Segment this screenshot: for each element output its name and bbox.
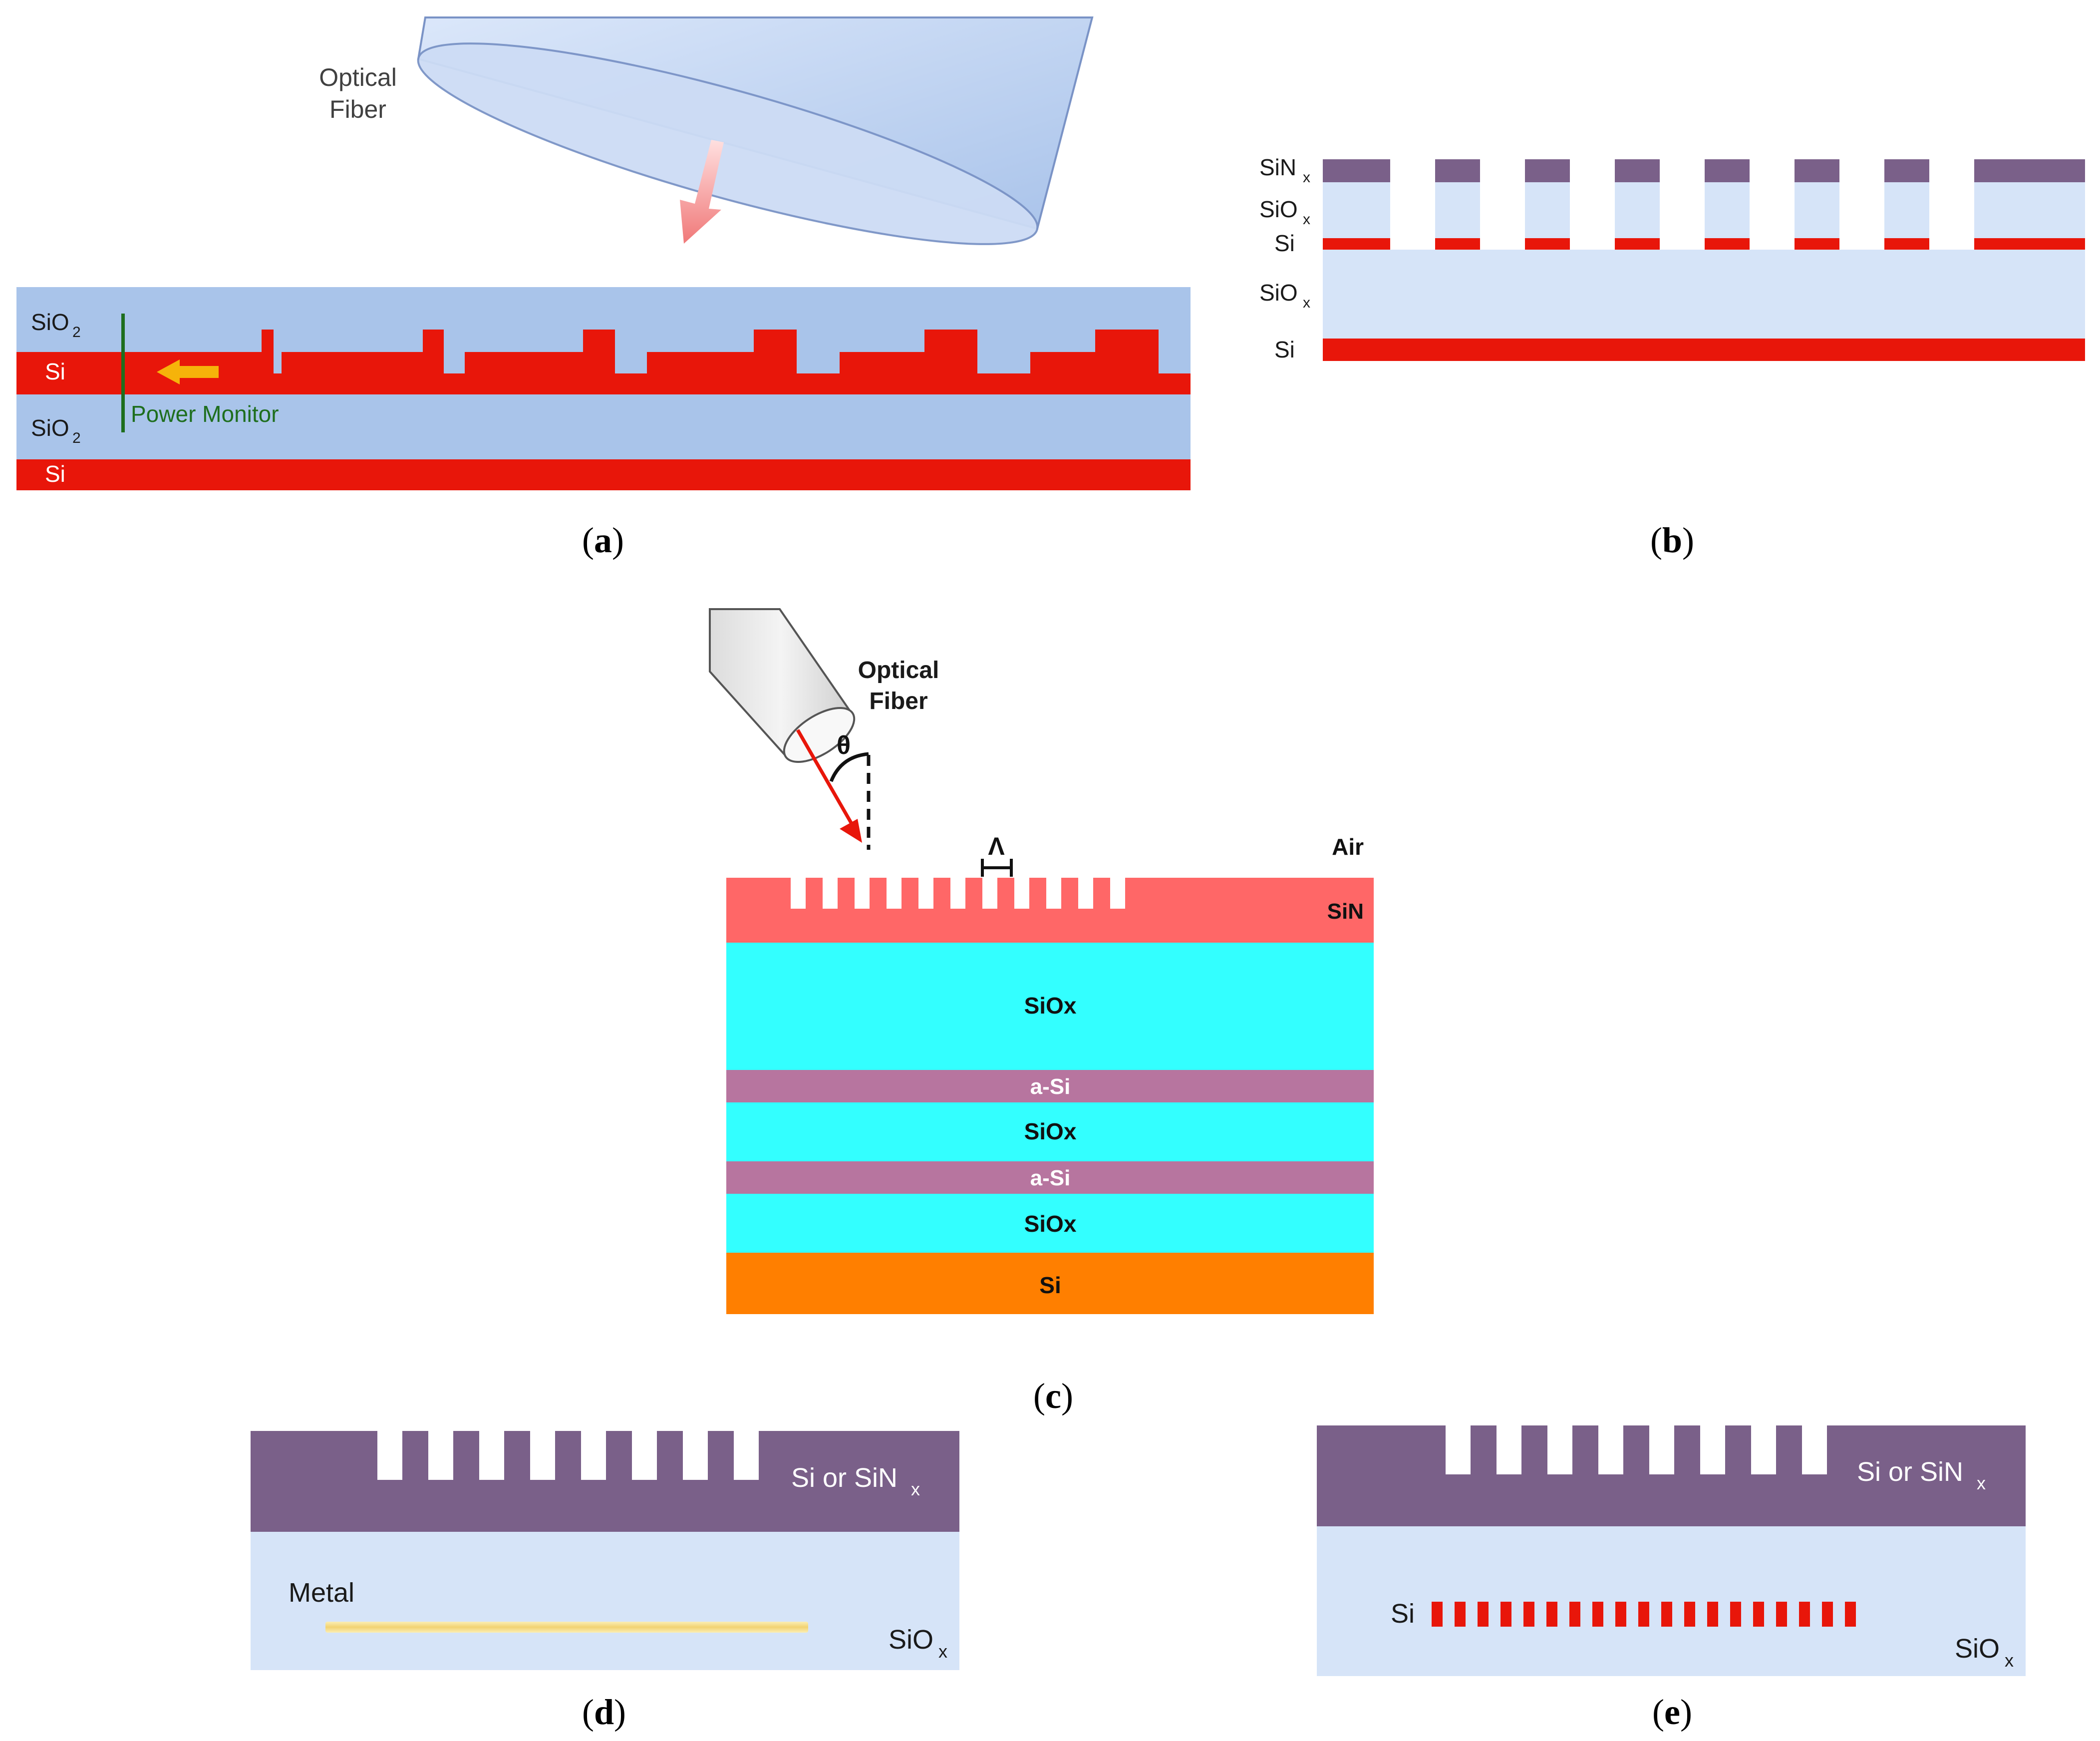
incident-ray-head <box>840 819 862 843</box>
pillar-b-5 <box>1705 159 1750 250</box>
asi-layer-c-1 <box>726 1070 1374 1102</box>
air-label: Air <box>1332 834 1364 860</box>
asi-label-c-1: a-Si <box>1030 1074 1071 1099</box>
pillars-b <box>1323 159 2085 250</box>
siox-sub-d: x <box>938 1641 947 1662</box>
si-bottom-label-a: Si <box>45 461 65 487</box>
pillar-b-8 <box>1974 159 2085 250</box>
si-top-label-a: Si <box>45 358 65 384</box>
yellow-arrow-icon <box>157 359 219 384</box>
caption-c: (c) <box>1033 1376 1073 1416</box>
fiber-label-a-line2: Fiber <box>329 95 386 123</box>
si-substrate-b <box>1323 339 2085 361</box>
siox-label-c-1: SiOx <box>1024 993 1077 1019</box>
siox-box-b <box>1323 250 2085 339</box>
pillar-b-3 <box>1525 159 1570 250</box>
si2-label-b: Si <box>1274 337 1295 362</box>
metal-label: Metal <box>289 1578 354 1608</box>
panel-b: SiN x SiO x Si SiO x Si (b) <box>1259 154 2085 560</box>
siox-label-b: SiO <box>1259 196 1298 222</box>
grating-teeth-a <box>262 330 1159 354</box>
sinx-sub-b: x <box>1303 169 1310 186</box>
fiber-end-face-a <box>417 42 1039 245</box>
incident-ray <box>796 729 857 830</box>
power-monitor-line <box>121 314 125 432</box>
fiber-end-face-c <box>783 707 856 763</box>
siox-sub-b: x <box>1303 211 1310 228</box>
panel-a: Optical Fiber SiO 2 Si SiO 2 Si <box>16 16 1191 560</box>
sio2-bottom-sub-a: 2 <box>72 430 81 446</box>
sin-label-c: SiN <box>1327 899 1364 924</box>
sio2-top-label-a: SiO <box>31 309 69 335</box>
panel-c: Optical Fiber θ Λ <box>709 608 1374 1416</box>
grating-trenches-a <box>274 351 1191 373</box>
si-label-c: Si <box>1039 1272 1061 1298</box>
siox-layer-c-1 <box>726 943 1374 1070</box>
siox-layer-d <box>251 1532 959 1670</box>
siox-sub-e: x <box>2005 1650 2014 1671</box>
theta-label: θ <box>837 731 851 760</box>
metal-reflector <box>325 1622 808 1633</box>
top-sub-d: x <box>911 1479 920 1499</box>
pillar-b-7 <box>1884 159 1929 250</box>
fiber-label-c-line1: Optical <box>858 657 939 684</box>
asi-layer-c-2 <box>726 1161 1374 1194</box>
sio2-top-sub-a: 2 <box>72 324 81 341</box>
sinx-label-b: SiN <box>1259 154 1296 180</box>
siox-label-d: SiO <box>889 1625 933 1655</box>
grating-grooves-d <box>377 1431 759 1480</box>
siox-layer-e <box>1317 1526 2026 1676</box>
siox-label-e: SiO <box>1955 1634 2000 1664</box>
caption-a: (a) <box>582 520 624 560</box>
siox2-sub-b: x <box>1303 295 1310 311</box>
power-monitor-label: Power Monitor <box>131 401 279 427</box>
top-label-d: Si or SiN <box>791 1463 898 1493</box>
caption-d: (d) <box>582 1692 626 1732</box>
siox-label-c-3: SiOx <box>1024 1211 1077 1237</box>
grating-grooves-e <box>1446 1425 1827 1474</box>
pillar-b-6 <box>1795 159 1839 250</box>
siox-label-c-2: SiOx <box>1024 1118 1077 1144</box>
si-grating-bars-e <box>1432 1602 1856 1627</box>
caption-b: (b) <box>1650 520 1694 560</box>
period-marker <box>981 859 1013 877</box>
caption-e: (e) <box>1652 1692 1692 1732</box>
panel-e: Si or SiN x Si SiO x (e) <box>1317 1425 2026 1732</box>
top-label-e: Si or SiN <box>1857 1457 1963 1487</box>
lambda-label: Λ <box>988 832 1005 860</box>
panel-d: Si or SiN x Metal SiO x (d) <box>251 1431 959 1732</box>
si-substrate-a <box>16 459 1191 490</box>
pillar-b-4 <box>1615 159 1660 250</box>
sio2-bottom-label-a: SiO <box>31 415 69 441</box>
angle-arc <box>829 752 869 782</box>
si-label-e: Si <box>1391 1599 1415 1629</box>
top-sub-e: x <box>1977 1473 1986 1493</box>
pillar-b-1 <box>1323 159 1390 250</box>
fiber-label-c-line2: Fiber <box>869 688 927 714</box>
si-label-b: Si <box>1274 230 1295 256</box>
siox-layer-c-3 <box>726 1194 1374 1253</box>
si-substrate-c <box>726 1253 1374 1314</box>
fiber-label-a-line1: Optical <box>319 63 397 91</box>
light-arrow-a <box>680 140 724 244</box>
asi-label-c-2: a-Si <box>1030 1166 1071 1190</box>
pillar-b-2 <box>1435 159 1480 250</box>
siox2-label-b: SiO <box>1259 280 1298 306</box>
grating-grooves-c <box>791 878 1125 909</box>
siox-layer-c-2 <box>726 1102 1374 1161</box>
